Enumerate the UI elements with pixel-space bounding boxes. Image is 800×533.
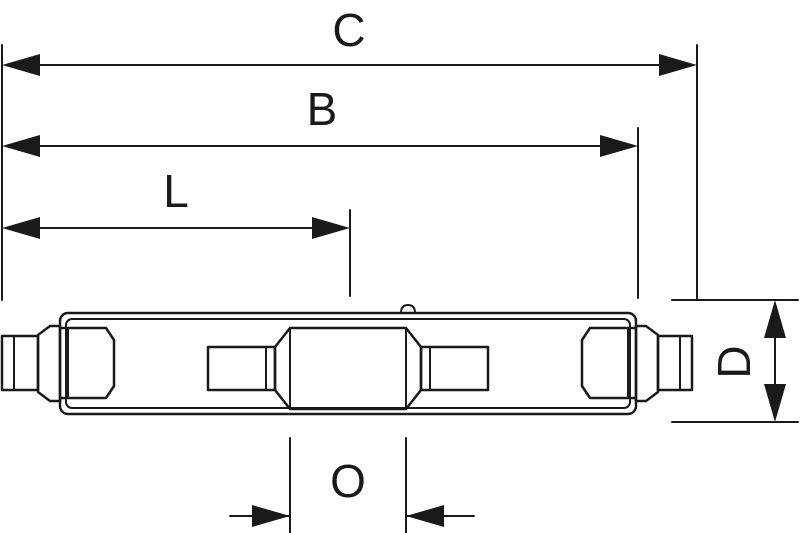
lamp-body	[0, 304, 694, 416]
right-base-shell	[580, 326, 638, 400]
arc-tube-bulb	[273, 326, 423, 411]
d-bottom-arrowhead	[764, 384, 786, 422]
dimension-b: B	[2, 83, 638, 157]
o-right-arrowhead	[406, 505, 444, 527]
dimension-c: C	[2, 4, 697, 76]
o-label: O	[330, 455, 366, 507]
dimension-d: D	[708, 300, 786, 422]
d-top-arrowhead	[764, 300, 786, 338]
left-ferrule	[36, 324, 62, 403]
c-label: C	[332, 4, 365, 56]
o-left-arrowhead	[252, 505, 290, 527]
inner-envelope-edge	[65, 318, 631, 409]
d-label: D	[708, 345, 760, 378]
left-contact-pin	[0, 334, 40, 392]
dimension-l: L	[2, 165, 350, 239]
right-end-cap	[580, 324, 694, 403]
arc-tube	[206, 326, 490, 411]
b-left-arrowhead	[2, 135, 40, 157]
left-pinch-seal	[206, 345, 277, 392]
b-label: B	[307, 83, 338, 135]
left-base-shell	[58, 326, 116, 400]
c-left-arrowhead	[2, 54, 40, 76]
right-contact-pin	[656, 334, 694, 392]
c-right-arrowhead	[659, 54, 697, 76]
l-right-arrowhead	[312, 217, 350, 239]
left-end-cap	[0, 324, 116, 403]
exhaust-tip	[400, 304, 416, 314]
l-left-arrowhead	[2, 217, 40, 239]
right-pinch-seal	[419, 345, 490, 392]
l-label: L	[163, 165, 189, 217]
dimension-o: O	[229, 455, 475, 527]
b-right-arrowhead	[600, 135, 638, 157]
right-ferrule	[634, 324, 660, 403]
extension-lines	[1, 44, 799, 533]
